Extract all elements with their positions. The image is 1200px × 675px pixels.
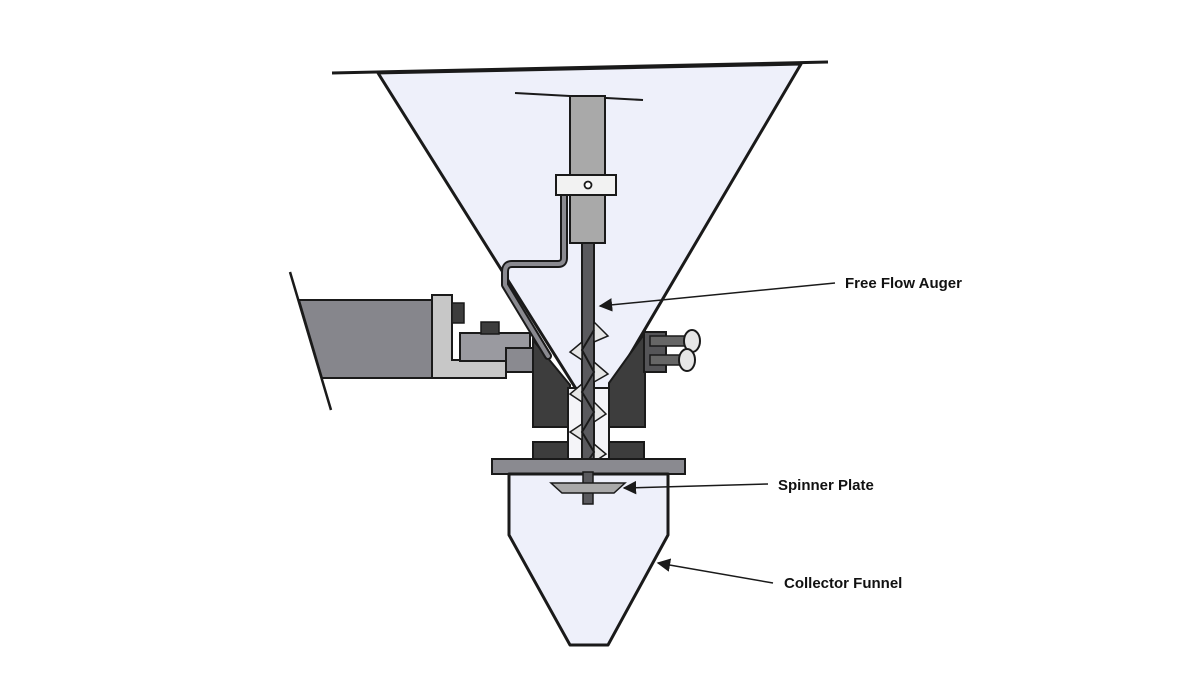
mount-block-right (608, 441, 645, 461)
bracket-bolt (451, 302, 465, 324)
spinner-label: Spinner Plate (778, 477, 874, 494)
auger-callout-arrow (598, 282, 836, 312)
clamp-screw (583, 180, 593, 190)
arm-nut (480, 321, 500, 335)
spinner-callout-arrow (622, 480, 769, 495)
outlet-collar (532, 329, 701, 428)
drive-tube (569, 95, 606, 244)
mount-block-left (532, 441, 569, 461)
motor-assembly (288, 271, 537, 411)
funnel-label: Collector Funnel (784, 575, 902, 592)
arm-block (505, 347, 537, 373)
thumb-screw-head-bottom (678, 348, 696, 372)
auger-flight (593, 320, 610, 344)
auger-spiral (580, 329, 596, 471)
collector-funnel (507, 472, 670, 647)
spinner-plate (549, 482, 627, 494)
motor-mount-line (288, 271, 333, 411)
auger-label: Free Flow Auger (845, 275, 962, 292)
funnel-callout-arrow (656, 558, 774, 584)
linkage-rod-inner (503, 194, 566, 358)
auger-flights (568, 320, 610, 474)
motor-housing (297, 299, 443, 379)
